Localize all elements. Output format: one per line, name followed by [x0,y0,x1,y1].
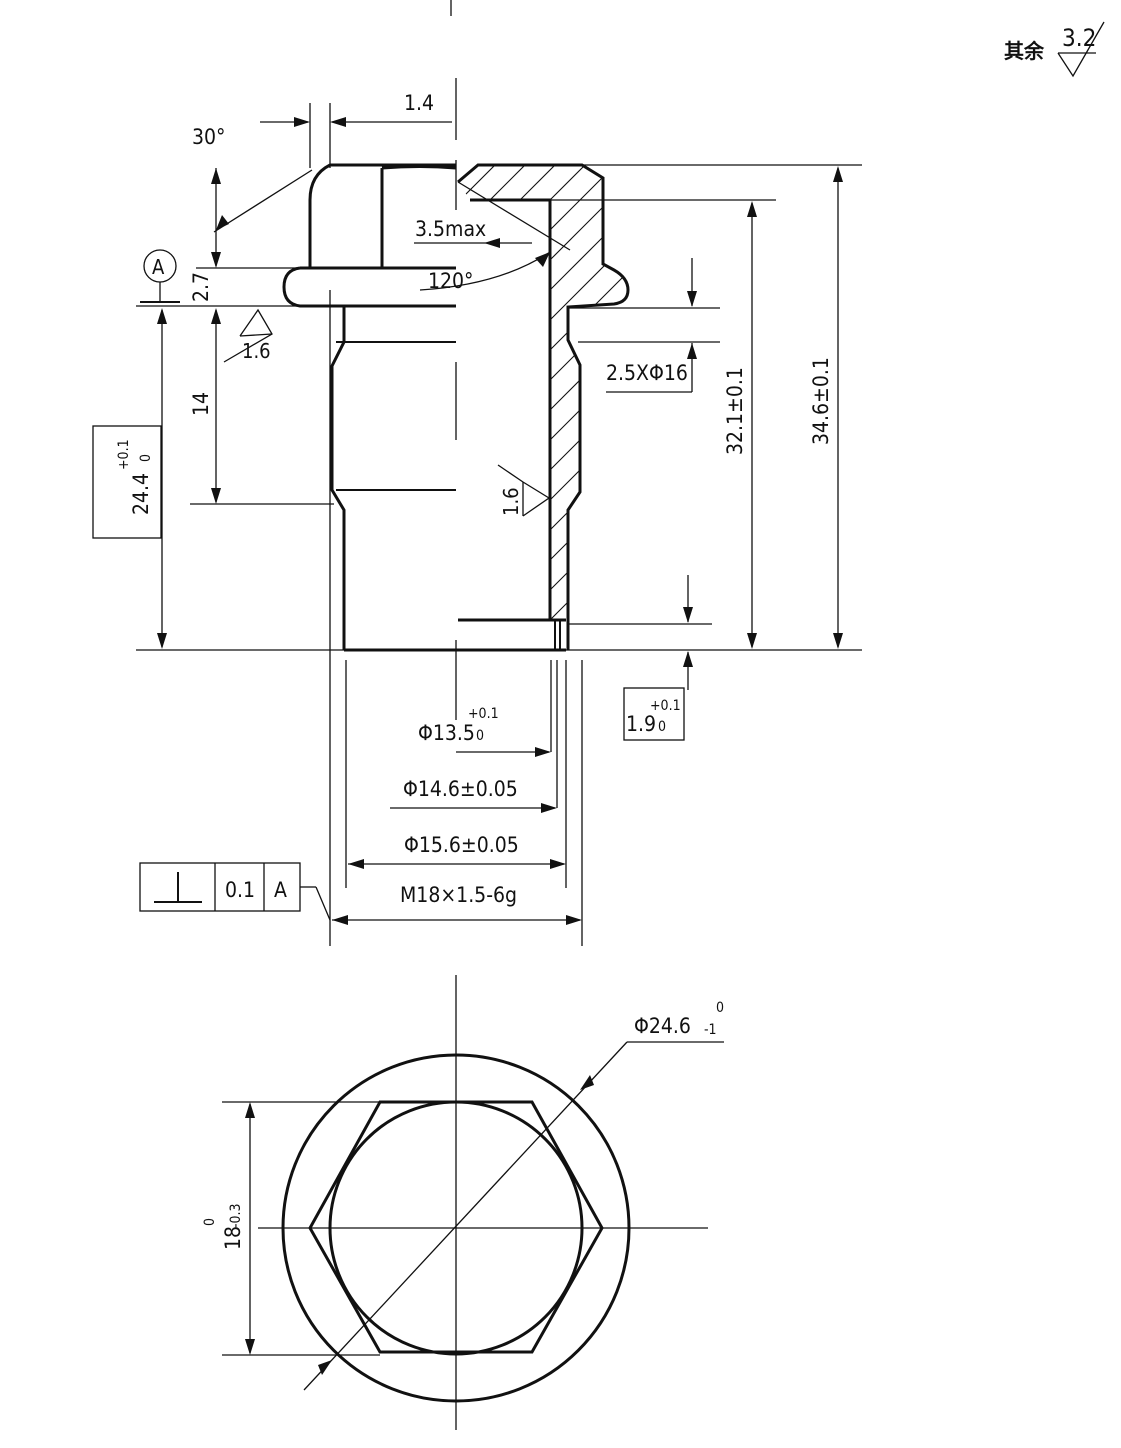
datum-label: A [152,255,165,279]
roughness-bore-value: 1.6 [499,487,523,516]
dim-flange-thickness: 2.7 [189,272,213,302]
dim-diameter-156: Φ15.6±0.05 [404,833,519,857]
dim-inner-length-lower: 0 [138,454,154,462]
dim-hex-lower: -0.3 [228,1203,244,1228]
end-view [222,1041,724,1403]
dim-counterbore: 3.5max [415,217,486,241]
dim-diameter-146: Φ14.6±0.05 [403,777,518,801]
roughness-face-value: 1.6 [242,339,271,363]
surface-note-value: 3.2 [1062,24,1096,52]
dim-bore: Φ13.5 [418,721,475,745]
roughness-face: 1.6 [223,308,273,363]
dim-step-lower: 0 [658,719,666,735]
tolerance-datum: A [274,878,287,902]
dim-inner-length: 24.4 [129,473,153,515]
dim-height-inner: 32.1±0.1 [723,367,747,455]
dim-inner-length-upper: +0.1 [116,439,132,470]
dim-step-box: 1.9 +0.1 0 [623,687,685,741]
dim-bore-upper: +0.1 [468,706,499,722]
dim-groove: 2.5XΦ16 [606,361,688,385]
dim-step-upper: +0.1 [650,698,681,714]
surface-note-label: 其余 [1004,39,1045,63]
dim-thread-length: 14 [189,392,213,416]
dim-hex-upper: 0 [202,1218,218,1226]
dim-hex: 18 [221,1226,245,1250]
tolerance-frame: 0.1 A [139,862,301,912]
dimension-lines [136,103,862,946]
roughness-bore: 1.6 [497,464,551,517]
datum-symbol: A [140,249,180,303]
dim-inner-length-box: 24.4 +0.1 0 [92,425,162,539]
surface-finish-note: 其余 3.2 [1004,21,1105,78]
dim-step: 1.9 [626,712,656,736]
section-hatching [458,165,628,620]
dim-chamfer-angle: 30° [192,125,225,149]
dim-height-total: 34.6±0.1 [809,357,833,445]
dim-chamfer-width: 1.4 [404,91,434,115]
dim-thread-spec: M18×1.5-6g [400,883,517,907]
dim-cone-angle: 120° [428,269,474,293]
dim-outer-diameter: Φ24.6 [634,1014,691,1038]
dim-outer-lower: -1 [704,1022,717,1038]
dim-bore-lower: 0 [476,728,484,744]
dim-outer-upper: 0 [716,1000,724,1016]
tolerance-value: 0.1 [225,878,255,902]
